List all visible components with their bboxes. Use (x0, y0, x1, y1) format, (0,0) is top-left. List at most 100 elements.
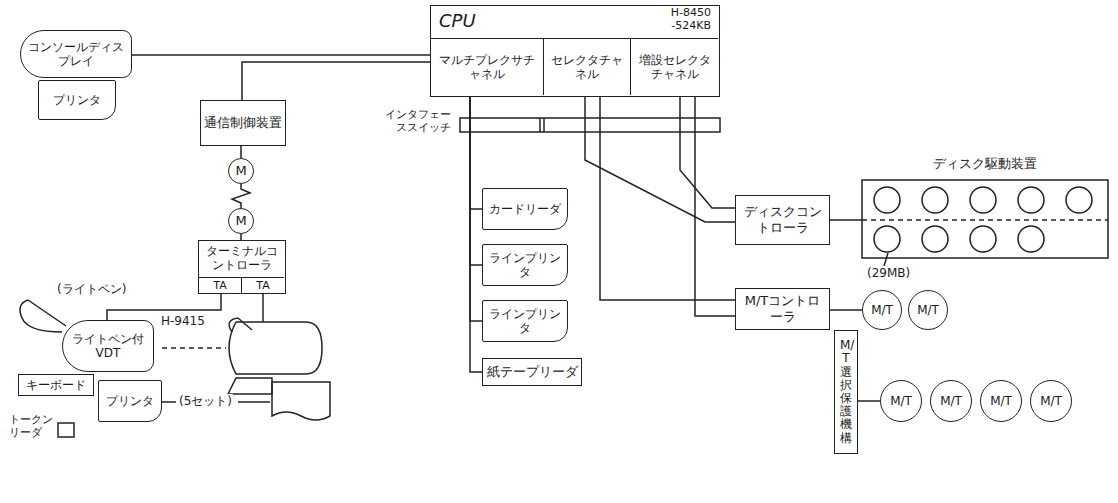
token-reader-slot (58, 423, 74, 437)
node-text: TA (256, 279, 269, 292)
node-text: ディスクコントローラ (739, 204, 826, 235)
repeat-line (238, 401, 270, 403)
disk-drive (1018, 226, 1044, 252)
terminal-controller: ターミナルコントローラ TA TA (198, 240, 286, 294)
printer (272, 382, 330, 420)
repeat-line (162, 401, 176, 403)
disk-drive (1018, 187, 1044, 213)
disk-drive (970, 187, 996, 213)
mt-unit: M/T (980, 380, 1022, 422)
connector (858, 400, 880, 402)
node-text: M (235, 213, 246, 229)
connector (242, 62, 431, 100)
mt-unit: M/T (908, 290, 948, 330)
connector (470, 95, 482, 265)
connector (830, 309, 862, 311)
interface-switch (460, 118, 720, 132)
note-label: (5セット) (178, 394, 233, 408)
vdt-display (229, 322, 322, 374)
node-text: プリンタ (106, 394, 154, 408)
switch-label: インタフェーススイッチ (384, 108, 452, 134)
note-label: H-9415 (160, 314, 206, 328)
node-text: ターミナルコントローラ (199, 241, 285, 275)
connector (695, 95, 735, 316)
node-text: ラインプリンタ (486, 307, 564, 336)
note-label: (ライトペン) (56, 282, 127, 296)
channel-cell: 増設セレクタチャネル (631, 38, 718, 95)
node-text: H-8450 -524KB (647, 7, 711, 32)
node-text: 通信制御装置 (204, 115, 282, 131)
connector (132, 54, 431, 56)
mt-unit: M/T (862, 290, 902, 330)
light-pen (229, 318, 238, 332)
mt-unit: M/T (1030, 380, 1072, 422)
mt-controller: M/Tコントローラ (735, 288, 830, 330)
node-text: M (235, 163, 246, 179)
node-text: M/T (917, 303, 939, 317)
token-reader: トークンリーダ (6, 408, 56, 444)
light-pen-cord (20, 300, 62, 332)
node-text: カードリーダ (489, 202, 561, 216)
disk-drive-unit: ディスク駆動装置 (862, 156, 1108, 262)
cpu-box: CPU H-8450 -524KB マルチプレクサチャネルセレクタチャネル増設セレク… (430, 5, 720, 97)
light-pen (238, 318, 252, 330)
connector (830, 219, 862, 221)
disk-drive (1066, 187, 1092, 213)
node-text: マルチプレクサチャネル (434, 53, 540, 82)
card-reader: カードリーダ (482, 188, 568, 230)
node-text: トークンリーダ (9, 413, 55, 439)
line-printer: ラインプリンタ (482, 300, 568, 342)
disk-drive-housing (862, 180, 1108, 258)
node-text: M/T (1040, 394, 1062, 408)
light-pen (28, 300, 66, 326)
paper-tape-reader: 紙テープリーダ (482, 358, 582, 386)
node-text: 増設セレクタチャネル (634, 53, 715, 82)
disk-row-divider (862, 219, 1108, 221)
node-text: M/Tコントローラ (739, 293, 826, 324)
leader-line (884, 253, 888, 266)
node-text: プリンタ (53, 93, 101, 107)
mt-unit: M/T (930, 380, 972, 422)
comm-controller: 通信制御装置 (200, 100, 286, 146)
ta-cell: TA (199, 277, 242, 293)
node-text: ラインプリンタ (486, 251, 564, 280)
node-text: M/T (940, 394, 962, 408)
node-text: ディスク駆動装置 (929, 156, 1041, 172)
node-text: 紙テープリーダ (487, 364, 578, 380)
node-text: M/T (890, 394, 912, 408)
disk-drive (874, 226, 900, 252)
connector (232, 184, 250, 208)
node-text: M/T選択保護機構 (840, 339, 852, 445)
switch-divider (539, 118, 541, 132)
channel-cell: マルチプレクサチャネル (431, 38, 544, 95)
modem-circle: M (228, 208, 254, 234)
mt-unit: M/T (880, 380, 922, 422)
printer-box: プリンタ (98, 380, 162, 422)
disk-drive (970, 226, 996, 252)
connector (470, 95, 482, 321)
note-label: (29MB) (866, 266, 911, 280)
connector (470, 95, 482, 372)
disk-controller: ディスクコントローラ (735, 195, 830, 245)
line-printer: ラインプリンタ (482, 244, 568, 286)
ta-cell: TA (242, 277, 284, 293)
node-text: M/T (871, 303, 893, 317)
connector (585, 95, 735, 222)
switch-divider (543, 118, 545, 132)
connector (240, 146, 242, 158)
node-text: CPU (439, 10, 476, 32)
keyboard (228, 378, 272, 394)
node-text: ライトペン付VDT (66, 332, 150, 361)
disk-drive (922, 187, 948, 213)
repeat-line (162, 347, 226, 349)
disk-drive (922, 226, 948, 252)
console-display: コンソールディスプレイ (20, 30, 132, 78)
disk-drive (874, 187, 900, 213)
node-text: セレクタチャネル (547, 53, 627, 82)
connector (680, 95, 735, 208)
node-text: コンソールディスプレイ (24, 40, 128, 69)
node-text: キーボード (26, 378, 86, 392)
vdt-display: ライトペン付VDT (62, 320, 154, 372)
mt-selector: M/T選択保護機構 (834, 330, 858, 454)
